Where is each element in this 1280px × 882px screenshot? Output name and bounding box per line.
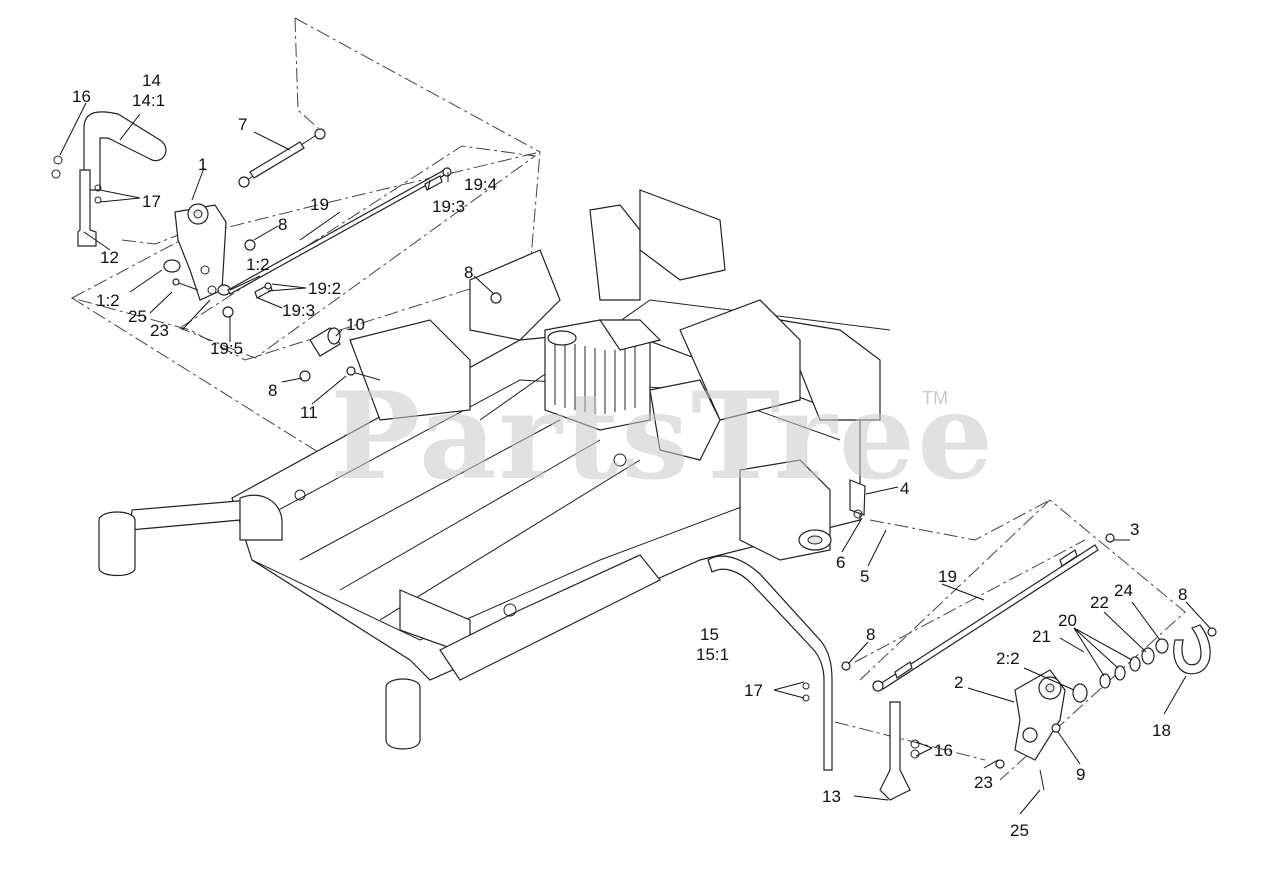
watermark: PartsTree TM <box>330 366 995 507</box>
callout-20: 20 <box>1058 611 1077 630</box>
leader-lines <box>59 102 1211 815</box>
callout-19-4: 19:4 <box>464 175 497 194</box>
callout-3: 3 <box>1130 520 1139 539</box>
callout-19-lower: 19 <box>938 567 957 586</box>
callout-4: 4 <box>900 479 909 498</box>
left-control-assembly <box>51 111 502 382</box>
callout-22: 22 <box>1090 593 1109 612</box>
callout-19-upper: 19 <box>310 195 329 214</box>
callout-8-center: 8 <box>464 263 473 282</box>
callout-23-upper: 23 <box>150 321 169 340</box>
engine <box>544 319 721 461</box>
callout-17-lower: 17 <box>744 681 763 700</box>
callout-19-3-lower: 19:3 <box>282 301 315 320</box>
callout-8-lower-left: 8 <box>268 381 277 400</box>
callout-18: 18 <box>1152 721 1171 740</box>
callout-14: 14 <box>142 71 161 90</box>
callout-25-upper: 25 <box>128 307 147 326</box>
callout-10: 10 <box>346 315 365 334</box>
callout-17-upper: 17 <box>142 192 161 211</box>
callout-16-lower: 16 <box>934 741 953 760</box>
callout-13: 13 <box>822 787 841 806</box>
callout-5: 5 <box>860 567 869 586</box>
callout-9: 9 <box>1076 765 1085 784</box>
callout-16-upper: 16 <box>72 87 91 106</box>
callout-1-2-right: 1:2 <box>246 255 270 274</box>
callout-15-1: 15:1 <box>696 645 729 664</box>
callout-15: 15 <box>700 625 719 644</box>
callout-25-lower: 25 <box>1010 821 1029 840</box>
callout-1-2-left: 1:2 <box>96 291 120 310</box>
callout-labels: 16 14 14:1 1 17 12 7 19 8 1:2 1:2 25 23 … <box>72 71 1187 840</box>
callout-7: 7 <box>238 115 247 134</box>
transmission-pump <box>739 459 866 561</box>
callout-12: 12 <box>100 248 119 267</box>
callout-24: 24 <box>1114 581 1133 600</box>
callout-11: 11 <box>300 403 318 422</box>
callout-2: 2 <box>954 673 963 692</box>
callout-8-far-right: 8 <box>1178 585 1187 604</box>
callout-8-upper: 8 <box>278 215 287 234</box>
callout-19-5: 19:5 <box>210 339 243 358</box>
callout-23-lower: 23 <box>974 773 993 792</box>
watermark-trademark: TM <box>922 388 948 408</box>
right-control-assembly <box>707 533 1217 801</box>
callout-19-3-upper: 19:3 <box>432 197 465 216</box>
callout-6: 6 <box>836 553 845 572</box>
callout-2-2: 2:2 <box>996 649 1020 668</box>
callout-14-1: 14:1 <box>132 91 165 110</box>
callout-8-lower-mid: 8 <box>866 625 875 644</box>
callout-19-2: 19:2 <box>308 279 341 298</box>
assembly-outlines <box>70 17 1186 781</box>
callout-21: 21 <box>1032 627 1051 646</box>
callout-1: 1 <box>198 155 207 174</box>
watermark-brand: PartsTree <box>330 366 995 507</box>
